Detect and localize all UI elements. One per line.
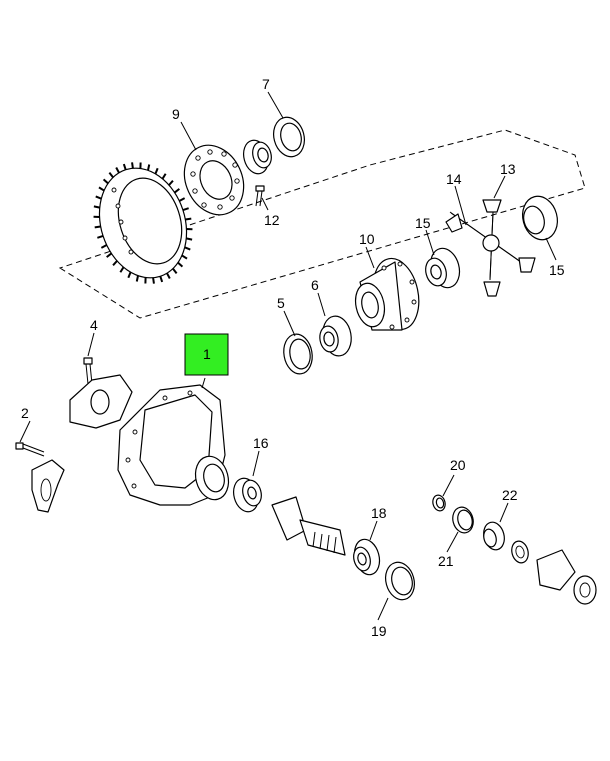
ring-gear-tooth: [119, 266, 125, 273]
ring-gear-tooth: [147, 164, 151, 171]
bearing-cone-upper: [243, 139, 272, 175]
ring-gear-tooth: [97, 235, 104, 239]
carrier-housing: [117, 384, 230, 506]
ring-gear-tooth: [178, 197, 186, 202]
bearing-cap: [69, 374, 133, 429]
differential-case: [354, 257, 420, 331]
callout-16: 16: [253, 435, 269, 451]
ring-gear-tooth: [135, 275, 139, 282]
ring-gear-tooth: [184, 246, 191, 251]
outer-bearing-cone: [483, 521, 505, 551]
ring-gear-tooth: [102, 178, 109, 185]
callout-7: 7: [262, 76, 270, 92]
callout-6: 6: [311, 277, 319, 293]
ring-gear-tooth: [154, 167, 159, 175]
callout-4: 4: [90, 317, 98, 333]
callout-15a: 15: [415, 215, 431, 231]
ring-gear-tooth: [166, 272, 171, 279]
adjuster-bolt: [15, 442, 45, 457]
ring-gear-tooth: [168, 180, 174, 186]
ring-gear-tooth: [98, 186, 105, 192]
cap-bolt: [83, 357, 93, 385]
callout-18: 18: [371, 505, 387, 521]
callout-20: 20: [450, 457, 466, 473]
pinion-bearing-cup: [385, 561, 415, 601]
pinion-pilot-bearing: [233, 477, 262, 513]
ring-gear-tooth: [174, 188, 180, 194]
bearing-cup-upper: [273, 116, 305, 158]
callout-19: 19: [371, 623, 387, 639]
outer-bearing-cup: [452, 506, 474, 534]
ring-gear-tooth: [106, 252, 112, 258]
ring-gear-tooth: [159, 275, 164, 283]
callout-2: 2: [21, 405, 29, 421]
callout-1: 1: [203, 346, 211, 362]
ring-gear-tooth: [181, 254, 188, 260]
side-gear-right: [522, 195, 558, 241]
drive-pinion: [271, 496, 346, 556]
callout-9: 9: [172, 106, 180, 122]
highlight-box: [184, 333, 229, 376]
spider-cross: [449, 211, 533, 281]
ring-gear-tooth: [95, 195, 102, 200]
bearing-cup-lower: [283, 333, 313, 375]
ring-gear-tooth: [152, 277, 155, 284]
ring-gear-tooth: [172, 267, 178, 274]
bearing-cone-lower: [319, 315, 352, 357]
callout-22: 22: [502, 487, 518, 503]
callout-14: 14: [446, 171, 462, 187]
callout-10: 10: [359, 231, 375, 247]
callout-13: 13: [500, 161, 516, 177]
ring-gear-tooth: [115, 167, 120, 174]
ring-gear-tooth: [100, 244, 108, 249]
callout-15b: 15: [549, 262, 565, 278]
subassembly-outline: [58, 129, 586, 319]
adjuster-lock: [31, 459, 65, 513]
ring-gear-tooth: [94, 225, 101, 229]
ring-gear-tooth: [93, 205, 100, 209]
ring-gear-tooth: [127, 271, 132, 279]
ring-gear-tooth: [161, 173, 167, 180]
ring-gear-tooth: [112, 260, 118, 266]
callout-21: 21: [438, 553, 454, 569]
pinion-yoke-assembly: [511, 540, 597, 605]
ring-gear-tooth: [108, 172, 114, 179]
leader-lines: [19, 91, 557, 621]
ring-gear-tooth: [177, 261, 184, 268]
spacer-ring: [432, 494, 446, 512]
ring-gear-tooth: [182, 207, 189, 211]
ring-gear: [93, 162, 193, 284]
callout-12: 12: [264, 212, 280, 228]
side-gear-left: [425, 247, 461, 289]
differential-case-half: [183, 144, 245, 216]
ring-gear-tooth: [185, 217, 192, 221]
callout-5: 5: [277, 295, 285, 311]
spider-pinion-gears: [445, 199, 536, 297]
ring-gear-tooth: [131, 162, 134, 169]
case-bolt: [255, 185, 265, 207]
pinion-bearing-cone: [353, 538, 381, 576]
ring-gear-tooth: [122, 163, 127, 171]
ring-gear-tooth: [186, 237, 193, 241]
